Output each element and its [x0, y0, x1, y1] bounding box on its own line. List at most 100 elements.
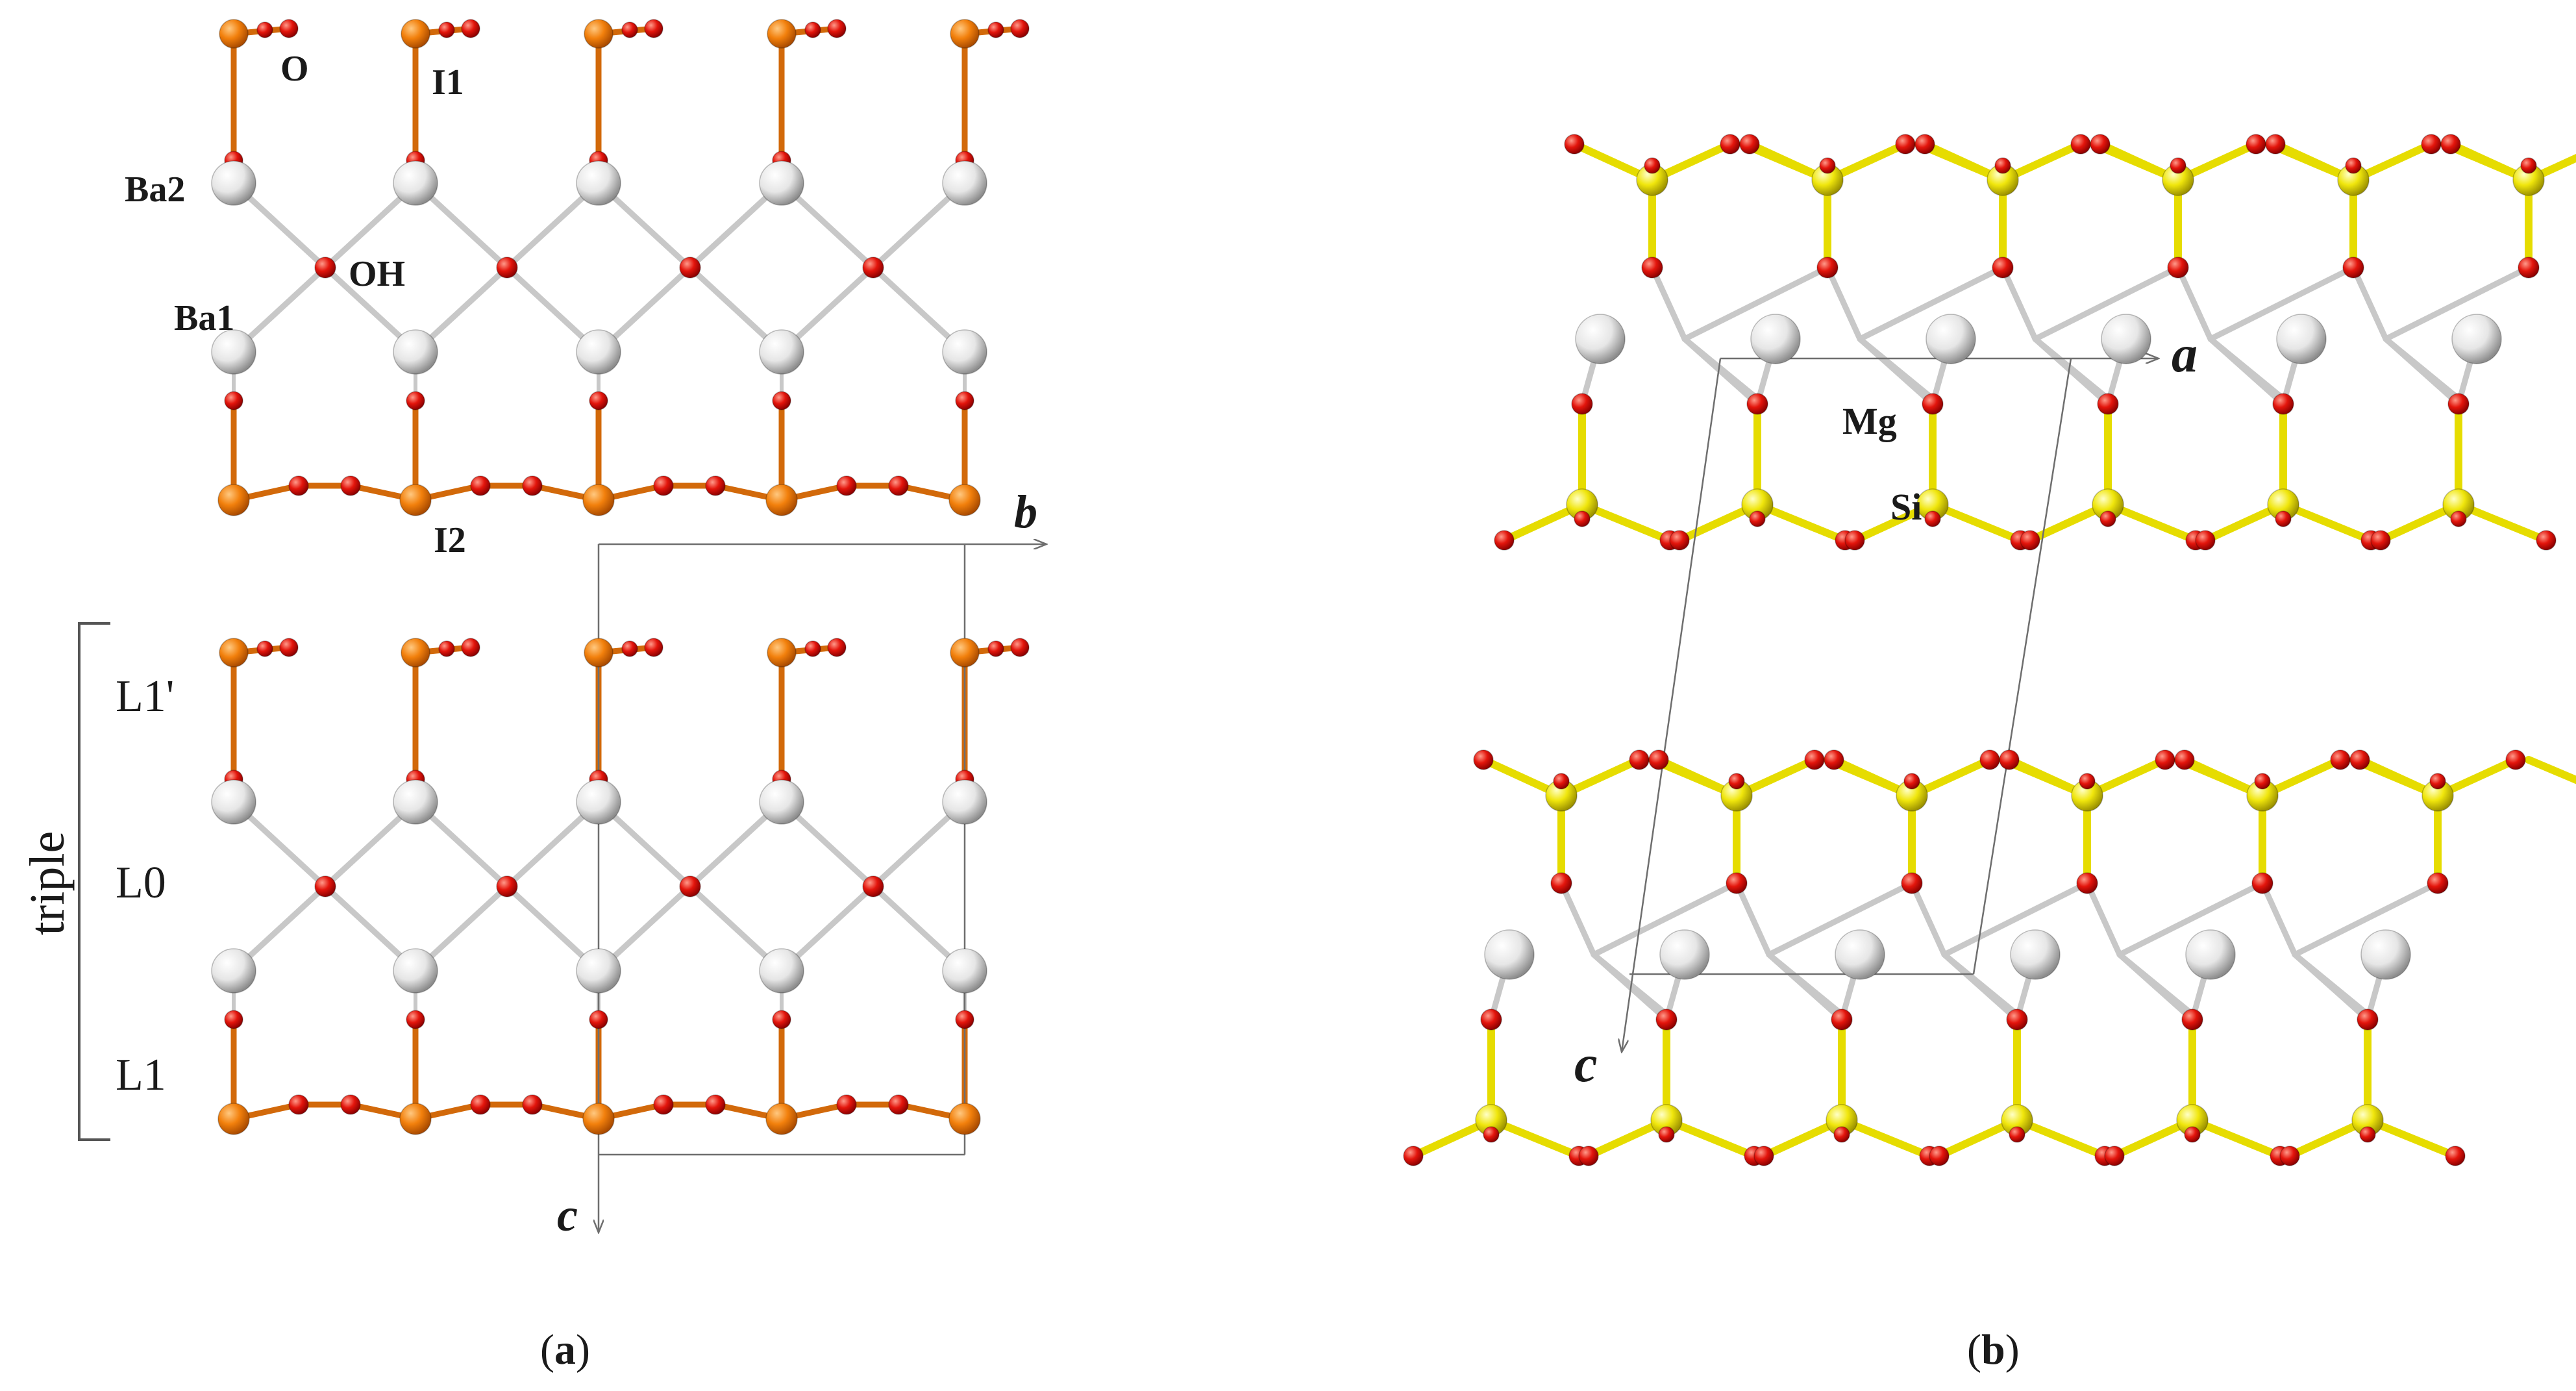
- hydroxyl-oxygen-atom: [496, 875, 518, 897]
- caption-a-open: (: [540, 1326, 554, 1373]
- bond-si-o: [2364, 1116, 2459, 1160]
- oxygen-atom: [470, 1094, 491, 1115]
- oxygen-atom: [1578, 1146, 1599, 1166]
- bond-mg-o: [1681, 336, 1767, 407]
- oxygen-atom: [2330, 749, 2351, 770]
- oxygen-atom: [2009, 1126, 2025, 1143]
- triple-bracket: [78, 622, 110, 1141]
- oxygen-atom: [955, 1010, 974, 1029]
- oxygen-atom: [1010, 638, 1030, 657]
- magnesium-atom: [1926, 314, 1976, 364]
- bond-mg-o: [1591, 880, 1740, 958]
- oxygen-atom: [224, 1010, 243, 1029]
- barium-ba1-atom: [393, 948, 438, 994]
- oxygen-atom: [340, 475, 361, 496]
- oxygen-atom: [2342, 257, 2364, 279]
- oxygen-atom: [827, 638, 847, 657]
- bond-mg-o: [2259, 880, 2298, 958]
- barium-ba2-atom: [942, 779, 987, 825]
- oxygen-atom: [2246, 134, 2266, 155]
- oxygen-atom: [1903, 773, 1920, 790]
- oxygen-atom: [705, 1094, 726, 1115]
- oxygen-atom: [2429, 773, 2446, 790]
- oxygen-atom: [644, 19, 663, 38]
- iodine-i1-atom: [950, 19, 980, 49]
- barium-ba1-atom: [942, 948, 987, 994]
- oxygen-atom: [1483, 1126, 1500, 1143]
- label-ba2: Ba2: [125, 169, 185, 210]
- axis-label-c-panel-b: c: [1574, 1036, 1598, 1093]
- oxygen-atom: [406, 391, 425, 410]
- oxygen-atom: [1833, 1126, 1850, 1143]
- bond-si-o: [1753, 501, 1849, 544]
- magnesium-atom: [2101, 314, 2151, 364]
- oxygen-atom: [470, 475, 491, 496]
- oxygen-atom: [2254, 773, 2271, 790]
- oxygen-atom: [1901, 872, 1923, 894]
- layer-label-l0: L0: [116, 858, 166, 908]
- iodine-i1-atom: [767, 19, 797, 49]
- hydroxyl-oxygen-atom: [496, 257, 518, 279]
- bond-mg-o: [2084, 880, 2123, 958]
- bond-mg-o: [1941, 880, 2090, 958]
- bond-mg-o: [1766, 951, 1852, 1023]
- caption-a-close: ): [576, 1326, 590, 1373]
- bond-mg-o: [2032, 264, 2181, 342]
- oxygen-atom: [1480, 1009, 1502, 1031]
- barium-ba1-atom: [576, 329, 621, 375]
- oxygen-atom: [1473, 749, 1494, 770]
- oxygen-atom: [621, 640, 638, 657]
- panel-a-structure: O I1 Ba2 OH Ba1 I2 L1' L0 L1 triple b c …: [20, 19, 1046, 1373]
- bond-mg-o: [2175, 264, 2214, 342]
- hydroxyl-oxygen-atom: [679, 257, 701, 279]
- bond-si-o: [1578, 501, 1674, 544]
- oxygen-atom: [1669, 530, 1690, 551]
- oxygen-atom: [2370, 530, 2391, 551]
- bond-si-o: [2188, 1116, 2284, 1160]
- bond-si-o: [2279, 501, 2375, 544]
- oxygen-atom: [653, 1094, 674, 1115]
- oxygen-atom: [827, 19, 847, 38]
- panel-b-bonds: [1409, 140, 2576, 1160]
- iodine-i2-atom: [948, 484, 981, 516]
- iodine-i1-atom: [767, 638, 797, 668]
- oxygen-atom: [406, 1010, 425, 1029]
- oxygen-atom: [2359, 1126, 2376, 1143]
- oxygen-atom: [1494, 530, 1515, 551]
- oxygen-atom: [653, 475, 674, 496]
- caption-a-letter: a: [554, 1326, 576, 1373]
- bond-mg-o: [1681, 264, 1831, 342]
- magnesium-atom: [2360, 929, 2411, 980]
- panel-b-structure: Mg Si a c (b): [1403, 134, 2576, 1373]
- panel-a-atom-labels: O I1 Ba2 OH Ba1 I2: [125, 49, 466, 560]
- oxygen-atom: [1571, 393, 1593, 415]
- panel-b-atoms: [1403, 134, 2557, 1166]
- bond-o-si: [2525, 756, 2576, 784]
- hydroxyl-oxygen-atom: [314, 875, 336, 897]
- oxygen-atom: [1550, 872, 1572, 894]
- hydroxyl-oxygen-atom: [679, 875, 701, 897]
- oxygen-atom: [1999, 749, 2020, 770]
- oxygen-atom: [438, 21, 455, 38]
- oxygen-atom: [2097, 393, 2119, 415]
- magnesium-atom: [2185, 929, 2236, 980]
- magnesium-atom: [1835, 929, 1885, 980]
- caption-a: (a): [540, 1326, 590, 1373]
- oxygen-atom: [1746, 393, 1768, 415]
- iodine-i1-atom: [219, 638, 249, 668]
- oxygen-atom: [772, 1010, 791, 1029]
- iodine-i1-atom: [219, 19, 249, 49]
- magnesium-atom: [1575, 314, 1626, 364]
- oxygen-atom: [1922, 393, 1944, 415]
- oxygen-atom: [1929, 1146, 1950, 1166]
- oxygen-atom: [1831, 1009, 1853, 1031]
- hydroxyl-oxygen-atom: [314, 257, 336, 279]
- oxygen-atom: [2421, 134, 2442, 155]
- axis-label-c-panel-a: c: [557, 1189, 578, 1241]
- oxygen-atom: [1655, 1009, 1678, 1031]
- oxygen-atom: [1994, 157, 2011, 174]
- bond-mg-o: [1941, 951, 2027, 1023]
- oxygen-atom: [1574, 510, 1591, 527]
- label-mg: Mg: [1842, 400, 1897, 442]
- bond-mg-o: [1766, 880, 1915, 958]
